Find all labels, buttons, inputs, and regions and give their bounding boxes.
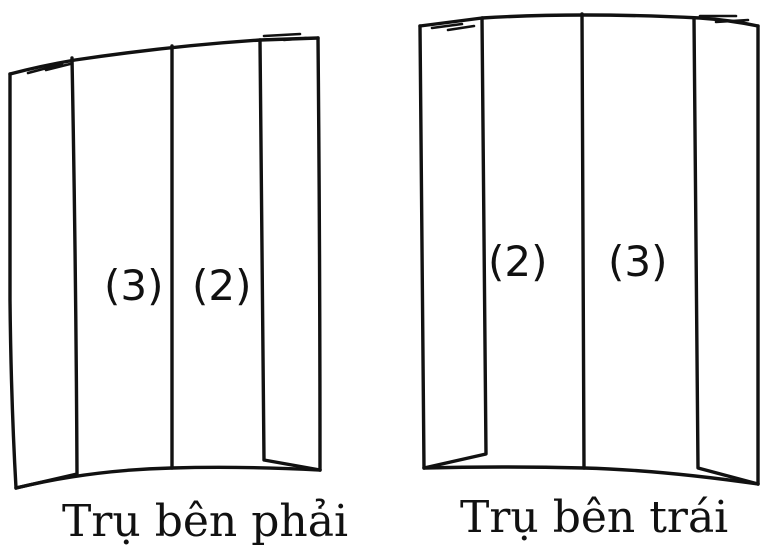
- right-pillar-right-fold-line: [258, 38, 322, 472]
- left-pillar-panel-label-right: (3): [608, 237, 668, 286]
- left-pillar-caption: Trụ bên trái: [460, 492, 728, 543]
- right-pillar-panel-label-right: (2): [192, 261, 252, 310]
- left-pillar-center-seam: [580, 12, 586, 470]
- right-pillar-left-hinge-mark: [26, 62, 72, 75]
- left-pillar-left-fold-line: [422, 16, 488, 470]
- right-pillar-right-flap-edge: [316, 36, 322, 472]
- right-pillar-right-hinge-mark: [262, 32, 308, 42]
- right-pillar-top-edge: [8, 36, 320, 76]
- left-pillar-figure: (2) (3) Trụ bên trái: [418, 12, 760, 543]
- left-pillar-left-hinge-mark: [430, 22, 476, 32]
- right-pillar-caption: Trụ bên phải: [62, 496, 348, 546]
- right-pillar-panel-label-left: (3): [104, 261, 164, 310]
- left-pillar-right-fold-line: [692, 16, 760, 486]
- right-pillar-left-fold-line: [14, 56, 79, 490]
- left-pillar-left-flap-edge: [418, 24, 426, 470]
- right-pillar-left-flap-edge: [8, 72, 18, 490]
- right-pillar-figure: (3) (2) Trụ bên phải: [8, 32, 348, 546]
- left-pillar-panel-label-left: (2): [488, 237, 548, 286]
- left-pillar-right-hinge-mark: [698, 14, 750, 24]
